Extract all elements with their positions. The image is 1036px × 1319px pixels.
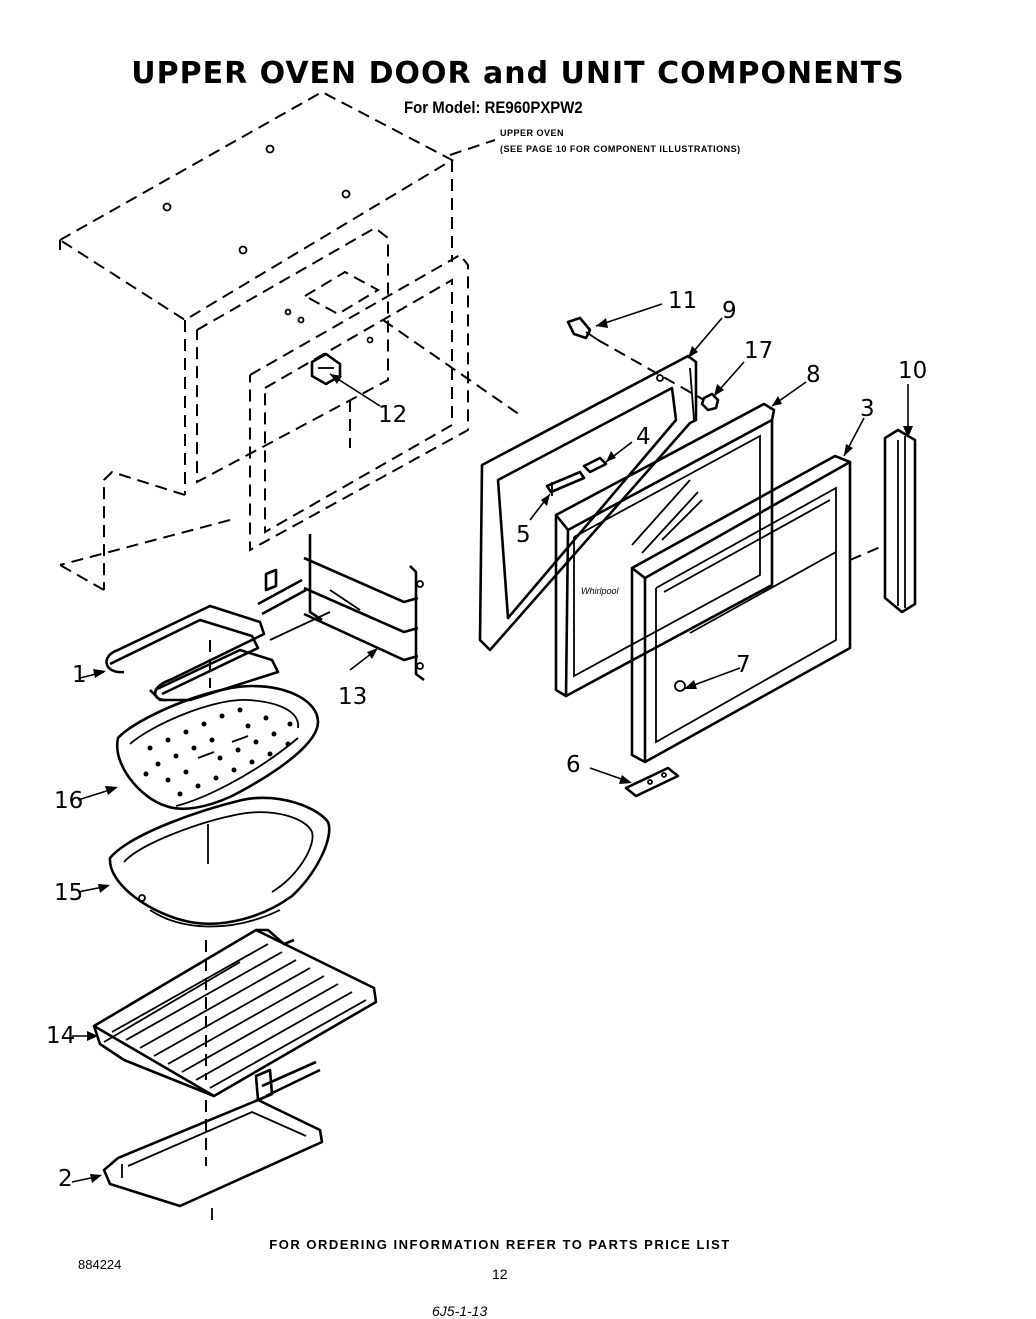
callout-9: 9 — [722, 298, 737, 324]
callout-16: 16 — [54, 788, 84, 814]
part-6-hinge-bracket — [624, 766, 680, 798]
part-8-door-glass: Whirlpool — [554, 402, 776, 698]
callout-15: 15 — [54, 880, 84, 906]
grid-holes — [143, 707, 293, 797]
callout-1: 1 — [72, 662, 87, 688]
part-1-broil-element — [105, 568, 331, 702]
callout-3: 3 — [860, 396, 875, 422]
page-number: 12 — [492, 1266, 508, 1282]
callout-leaders — [71, 303, 913, 1183]
callout-12: 12 — [378, 402, 408, 428]
model-number: For Model: RE960PXPW2 — [404, 98, 583, 117]
callout-7: 7 — [736, 652, 751, 678]
part-16-broiler-grid — [115, 684, 320, 811]
part-13-rack-support — [303, 534, 425, 682]
upper-oven-cabinet — [59, 90, 521, 591]
callout-17: 17 — [744, 338, 774, 364]
part-15-broiler-pan — [108, 796, 331, 928]
ordering-note: FOR ORDERING INFORMATION REFER TO PARTS … — [269, 1237, 731, 1252]
part-2-bake-element — [102, 1060, 324, 1220]
callout-14: 14 — [46, 1023, 76, 1049]
upper-oven-note-reference: (SEE PAGE 10 FOR COMPONENT ILLUSTRATIONS… — [500, 144, 741, 154]
part-14-oven-rack — [92, 928, 378, 1098]
part-9-door-inner-panel — [478, 354, 698, 652]
handwritten-mark: 6J5-1-13 — [432, 1303, 488, 1319]
document-number: 884224 — [78, 1257, 122, 1272]
part-3-outer-door-frame — [630, 454, 852, 764]
part-5-hinge-plate — [545, 470, 586, 496]
brand-logo-on-glass: Whirlpool — [581, 586, 620, 596]
callout-6: 6 — [566, 752, 581, 778]
part-11-screw — [566, 316, 599, 341]
callout-10: 10 — [898, 358, 928, 384]
callout-13: 13 — [338, 684, 368, 710]
part-17-nut — [700, 392, 720, 412]
upper-oven-note-title: UPPER OVEN — [500, 128, 565, 138]
callout-11: 11 — [668, 288, 698, 314]
page-title: UPPER OVEN DOOR and UNIT COMPONENTS — [131, 56, 905, 91]
callout-2: 2 — [58, 1166, 73, 1192]
callout-4: 4 — [636, 424, 651, 450]
part-4-door-clip — [582, 456, 608, 474]
callout-8: 8 — [806, 362, 821, 388]
callout-5: 5 — [516, 522, 531, 548]
part-10-side-trim — [883, 428, 917, 614]
